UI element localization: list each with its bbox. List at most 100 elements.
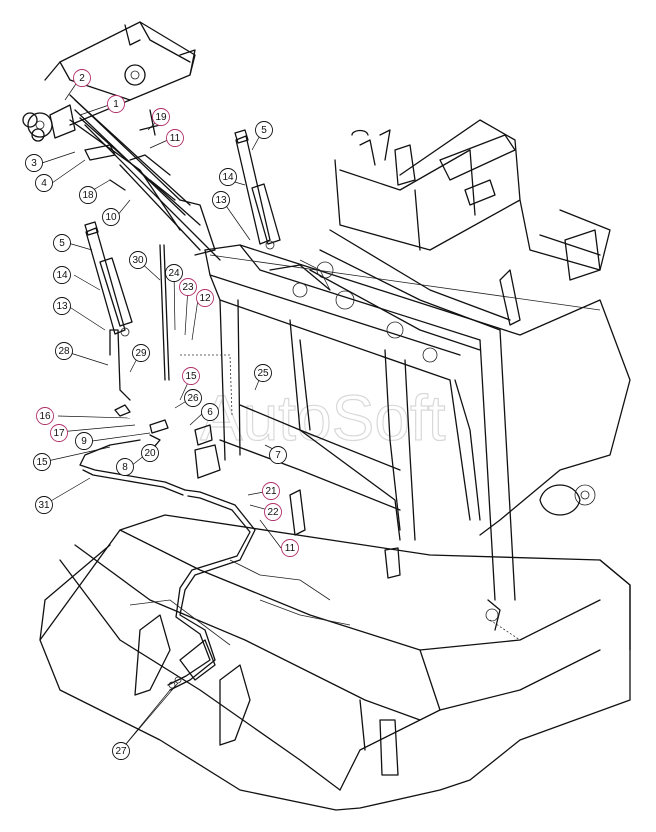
callout-19: 19 [152,108,170,126]
callout-bubble [281,539,299,557]
callout-bubble [184,389,202,407]
callout-13: 13 [212,191,230,209]
callout-bubble [53,266,71,284]
callout-label: 28 [58,346,70,357]
callout-bubble [269,446,287,464]
callout-bubble [129,251,147,269]
callout-label: 24 [168,268,180,279]
callout-label: 5 [59,238,65,249]
callout-label: 7 [275,450,281,461]
callout-label: 14 [56,270,68,281]
callout-label: 11 [170,133,181,144]
callout-bubble [53,234,71,252]
callout-15: 15 [33,453,51,471]
callout-26: 26 [184,389,202,407]
callout-label: 3 [31,158,37,169]
callout-label: 2 [79,73,85,84]
callout-label: 18 [82,190,94,201]
callout-bubble [50,424,68,442]
callout-label: 16 [39,411,51,422]
base-frame [39,514,631,811]
callout-bubble [179,278,197,296]
callout-label: 15 [185,371,197,382]
callout-bubble [166,129,184,147]
callout-bubble [165,264,183,282]
callout-11: 11 [166,129,184,147]
callout-8: 8 [116,458,134,476]
callout-bubble [35,174,53,192]
callout-4: 4 [35,174,53,192]
callout-11: 11 [281,539,299,557]
callout-label: 20 [144,448,156,459]
callout-bubble [53,297,71,315]
callout-label: 21 [265,486,277,497]
callout-label: 15 [36,457,48,468]
callout-label: 13 [215,195,227,206]
callout-bubble [79,186,97,204]
callout-28: 28 [55,342,73,360]
callout-7: 7 [269,446,287,464]
callout-30: 30 [129,251,147,269]
callout-2: 2 [73,69,91,87]
callout-bubble [196,289,214,307]
callout-31: 31 [35,496,53,514]
callout-9: 9 [75,432,93,450]
callout-23: 23 [179,278,197,296]
callout-5: 5 [53,234,71,252]
fittings [114,404,501,689]
callout-13: 13 [53,297,71,315]
callout-14: 14 [53,266,71,284]
callout-label: 8 [122,462,128,473]
callout-label: 6 [207,407,213,418]
hydraulic-hoses [79,244,521,691]
watermark: AutoSoft [200,382,446,454]
callout-label: 27 [115,746,127,757]
callout-5: 5 [255,121,273,139]
callout-label: 11 [285,543,296,554]
callout-17: 17 [50,424,68,442]
callout-label: 17 [53,428,65,439]
callout-27: 27 [112,742,130,760]
callout-bubble [152,108,170,126]
callout-label: 23 [182,282,194,293]
callout-bubble [132,344,150,362]
callout-label: 5 [261,125,267,136]
portal-frame [204,244,631,601]
callout-bubble [107,95,125,113]
callout-bubble [75,432,93,450]
callout-20: 20 [141,444,159,462]
callout-bubble [141,444,159,462]
hydraulic-cylinder-right [234,129,281,250]
callout-6: 6 [201,403,219,421]
callout-label: 26 [187,393,199,404]
hydraulic-cylinder-left [84,221,133,337]
callout-bubble [255,121,273,139]
callout-bubble [35,496,53,514]
callout-29: 29 [132,344,150,362]
callout-21: 21 [262,482,280,500]
callout-bubble [25,154,43,172]
callout-10: 10 [102,208,120,226]
callout-label: 30 [132,255,144,266]
callout-label: 14 [222,172,234,183]
upper-arm-assembly [22,21,221,261]
callout-12: 12 [196,289,214,307]
callout-label: 4 [41,178,47,189]
callout-3: 3 [25,154,43,172]
callout-bubble [219,168,237,186]
callout-label: 1 [113,99,119,110]
callout-14: 14 [219,168,237,186]
callout-bubble [182,367,200,385]
callout-18: 18 [79,186,97,204]
callout-bubble [264,503,282,521]
callout-bubble [36,407,54,425]
rear-assembly [269,119,611,516]
callout-bubble [55,342,73,360]
callouts: 1234556789101111121313141415151617181920… [25,69,299,760]
callout-label: 31 [38,500,50,511]
callout-bubble [262,482,280,500]
callout-label: 10 [105,212,117,223]
callout-label: 19 [155,112,167,123]
callout-label: 22 [267,507,279,518]
callout-bubble [201,403,219,421]
